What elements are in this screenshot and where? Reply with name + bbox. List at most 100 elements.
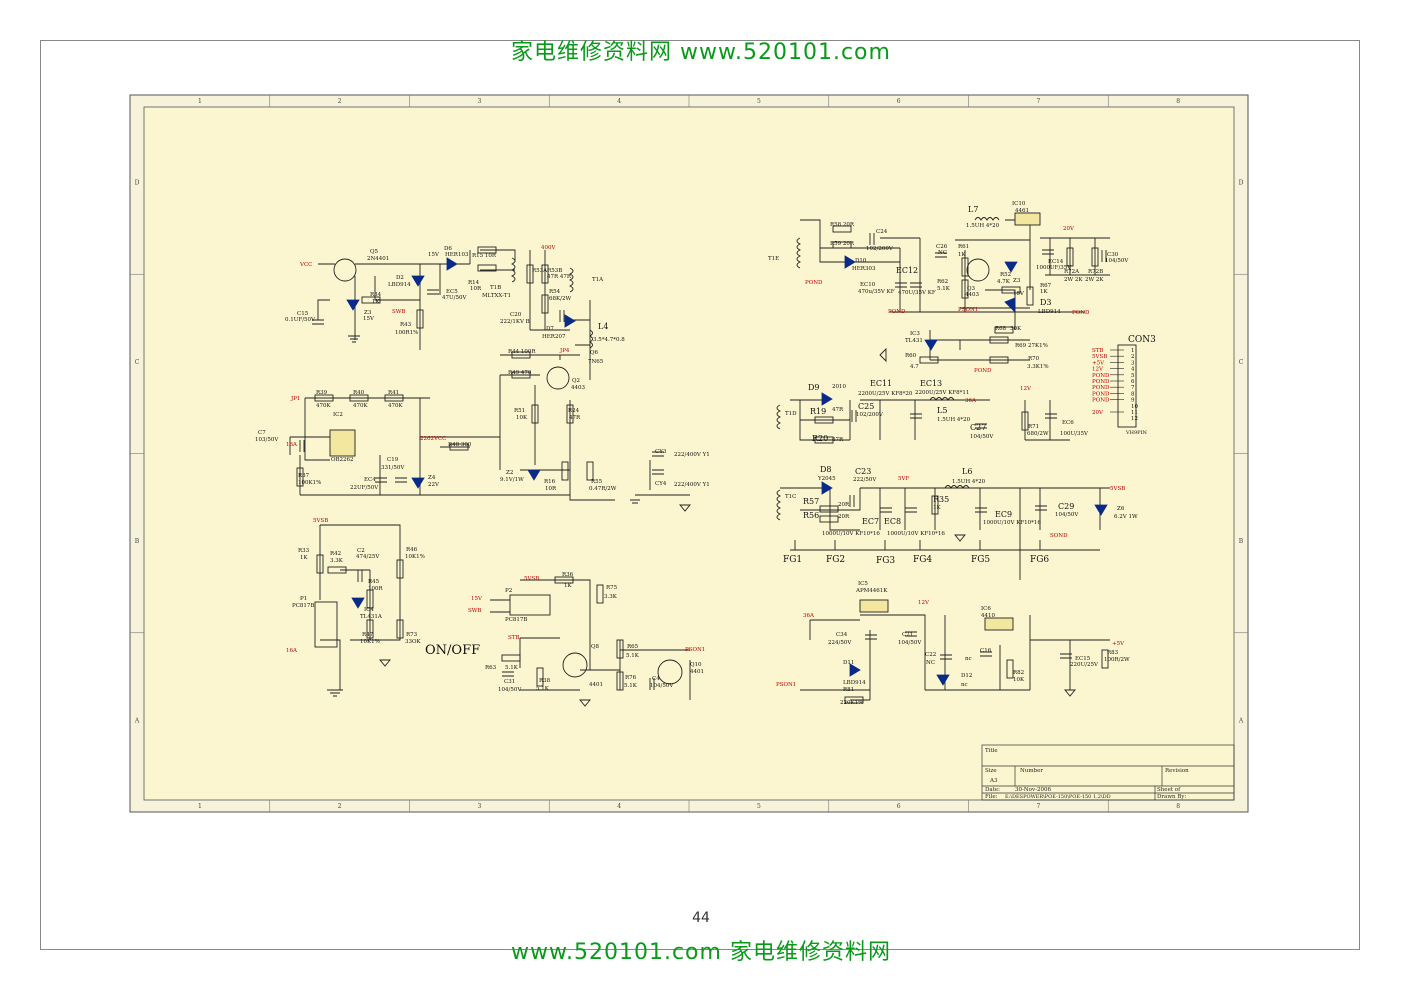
connector-pin-number: 5 — [1131, 373, 1135, 379]
component-label-r33: R33 — [298, 548, 310, 554]
component-label-d12: D12 — [961, 673, 972, 679]
component-label-r35v: 1K — [933, 505, 941, 511]
component-label-c4: C4 — [652, 676, 660, 682]
component-label-fg4: FG4 — [913, 555, 932, 565]
component-label-l6v: 1.5UH 4*20 — [952, 479, 986, 485]
component-label-jp4: JP4 — [559, 348, 570, 354]
component-label-d2: D2 — [396, 275, 404, 281]
component-label-c19v: 331/50V — [381, 465, 405, 471]
component-label-r42: R42 — [330, 551, 341, 557]
component-label-r67v: 1K — [1040, 289, 1048, 295]
component-label-r53: R53AR53B — [532, 268, 562, 274]
page-number: 44 — [692, 910, 710, 926]
component-label-r56: R56 — [803, 511, 819, 520]
connector-name: CON3 — [1128, 335, 1156, 345]
component-label-r65: R65 — [627, 644, 639, 650]
component-label-z4v: 22V — [428, 482, 440, 488]
component-label-r41v: 470K — [388, 403, 403, 409]
component-label-r68: R68 — [995, 326, 1007, 332]
component-label-ic2v: OB2262 — [331, 457, 354, 463]
component-label-d9v: 2010 — [832, 384, 846, 390]
component-label-z3v: 15V — [363, 316, 375, 322]
component-label-stb: STB — [508, 635, 519, 641]
zone-row-label: B — [135, 538, 140, 545]
component-label-r69: R69 — [1015, 343, 1027, 349]
component-label-t1a: T1A — [592, 277, 604, 283]
zone-row-label: A — [1238, 717, 1244, 724]
component-label-c19: C19 — [387, 457, 399, 463]
component-label-ic5v: APM4461K — [855, 588, 888, 594]
component-label-q5: Q5 — [370, 249, 379, 255]
component-label-ic4v: TL431A — [360, 614, 383, 620]
component-label-l5v: 1.5UH 4*20 — [937, 417, 971, 423]
component-label-vsb5: 5VSB — [313, 518, 328, 524]
component-label-r46: R46 — [406, 547, 418, 553]
component-label-r72b: R72B — [1088, 269, 1103, 275]
component-label-ec10v: 470u/35V KF — [858, 289, 895, 295]
component-label-r45v: 100R — [368, 586, 383, 592]
component-label-r16: R16 — [544, 479, 556, 485]
component-label-c22: C22 — [925, 652, 936, 658]
component-label-p2: P2 — [505, 588, 512, 594]
component-label-ec11: EC11 — [870, 379, 892, 388]
component-label-c2v: 474/25V — [356, 554, 380, 560]
component-label-d9: D9 — [808, 383, 820, 392]
component-label-r70v: 3.3K1% — [1027, 364, 1049, 370]
component-label-ec5: EC5 — [446, 289, 458, 295]
component-label-l5: L5 — [937, 406, 947, 415]
component-label-r75v: 3.3K — [604, 594, 618, 600]
component-label-fg3: FG3 — [876, 556, 895, 566]
component-label-r14: R14 — [468, 280, 480, 286]
component-label-ic2: IC2 — [333, 412, 343, 418]
file-label: File: — [985, 794, 998, 800]
component-label-r82v: 10K — [1013, 677, 1025, 683]
component-label-c21v: 104/50V — [898, 640, 922, 646]
component-label-swb: SWB — [392, 309, 405, 315]
component-label-r61v: 1K — [958, 252, 966, 258]
component-label-ec4v: 22UF/50V — [350, 485, 379, 491]
component-label-z6v: 6.2V 1W — [1114, 514, 1138, 520]
component-label-ic4: IC4 — [364, 607, 374, 613]
component-label-r62: R62 — [937, 279, 948, 285]
component-label-d10v: HER303 — [852, 266, 876, 272]
component-label-r47: R47 — [362, 632, 374, 638]
component-label-r72av: 2W 2K — [1064, 277, 1083, 283]
component-label-cy3: CY3 — [655, 449, 667, 455]
component-label-q6: Q6 — [590, 350, 599, 356]
component-label-c29v: 104/50V — [1055, 512, 1079, 518]
component-label-q8: Q8 — [591, 644, 600, 650]
number-label: Number — [1020, 768, 1043, 774]
component-label-fg1: FG1 — [783, 555, 802, 565]
component-label-pson1: PSON1 — [685, 647, 705, 653]
component-label-r83v: 100R/2W — [1104, 657, 1130, 663]
component-label-c26: C26 — [936, 244, 948, 250]
component-label-r72a: R72A — [1064, 269, 1080, 275]
zone-column-label: 6 — [897, 98, 901, 105]
component-label-r55: R55 — [591, 479, 603, 485]
watermark-bottom: www.520101.com 家电维修资料网 — [511, 940, 891, 965]
component-label-c22v: NC — [926, 660, 935, 666]
component-label-r37: R37 — [298, 473, 310, 479]
component-label-c21: C21 — [902, 632, 913, 638]
component-label-r36: R36 — [562, 572, 574, 578]
component-label-d6v: HER103 — [445, 252, 469, 258]
zone-row-label: A — [134, 717, 140, 724]
component-label-t1b: T1B — [490, 285, 501, 291]
component-label-r76: R76 — [625, 675, 637, 681]
connector-pin-number: 7 — [1131, 385, 1135, 391]
component-label-jp1: JP1 — [290, 396, 300, 402]
component-label-r36v: 1K — [564, 583, 572, 589]
component-label-r43: R43 — [400, 322, 412, 328]
component-label-r68v: 30K — [1010, 326, 1022, 332]
component-label-pond2: POND — [888, 309, 906, 315]
component-label-r34v: 1K — [372, 299, 380, 305]
component-label-q5v: 2N4401 — [367, 256, 389, 262]
component-label-r37v: 100K1% — [298, 480, 321, 486]
component-label-c16: C16 — [980, 648, 992, 654]
connector-pin-number: 6 — [1131, 379, 1135, 385]
component-label-r54: R54 — [549, 289, 561, 295]
component-label-ic3v: TL431 — [905, 338, 923, 344]
zone-row-label: B — [1239, 538, 1244, 545]
component-label-t1bv: MLTXX-T1 — [482, 293, 511, 299]
